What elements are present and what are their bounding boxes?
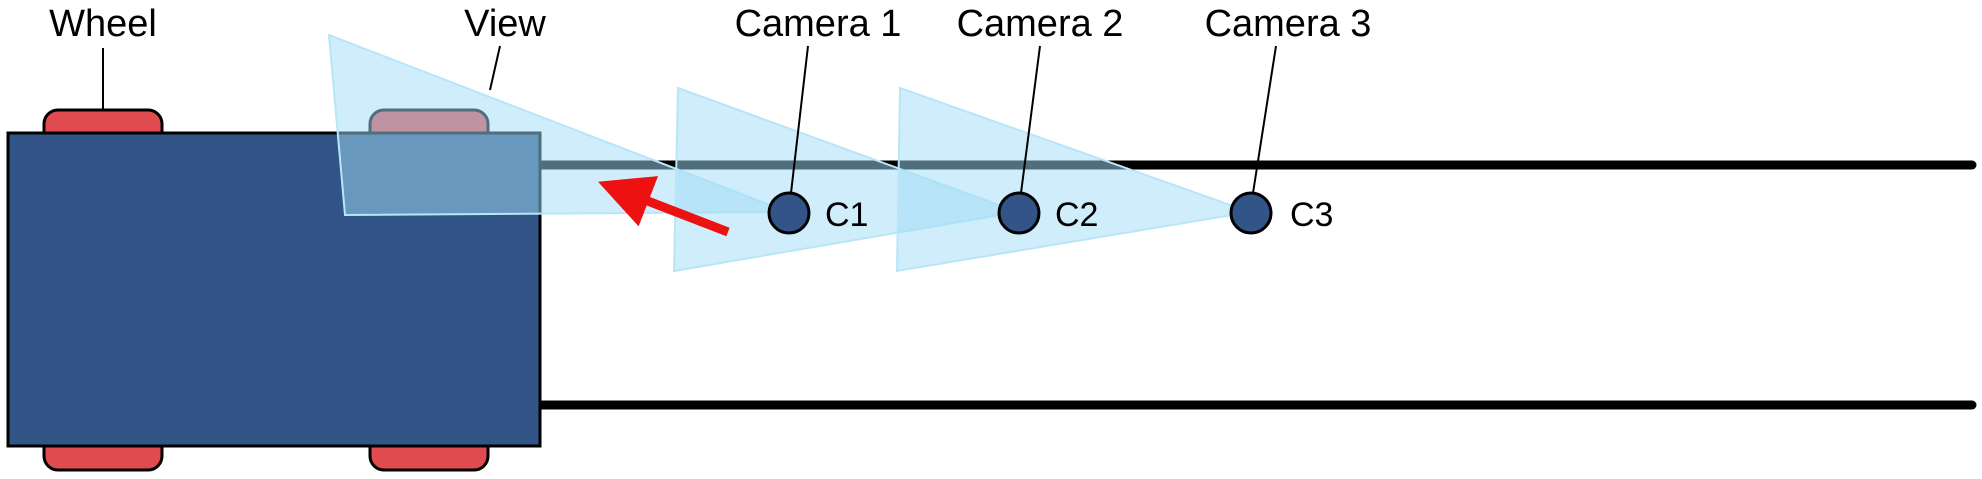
camera-1-id: C1 bbox=[825, 196, 868, 234]
camera-2-label: Camera 2 bbox=[957, 3, 1124, 45]
view-cone-camera-3 bbox=[895, 86, 1254, 273]
motion-arrow bbox=[598, 176, 730, 237]
wheel-label: Wheel bbox=[49, 3, 157, 45]
view-label: View bbox=[464, 3, 546, 45]
camera-3-id: C3 bbox=[1290, 196, 1333, 234]
view-cone-camera-1 bbox=[327, 33, 789, 217]
camera-1-marker bbox=[767, 191, 811, 235]
camera-1-label: Camera 1 bbox=[735, 3, 902, 45]
camera-2-marker bbox=[997, 191, 1041, 235]
camera-3-label: Camera 3 bbox=[1205, 3, 1372, 45]
view-leader-line bbox=[489, 45, 501, 91]
camera-3-leader-line bbox=[1252, 45, 1277, 194]
camera-2-leader-line bbox=[1020, 45, 1041, 194]
camera-2-id: C2 bbox=[1055, 196, 1098, 234]
camera-3-marker bbox=[1229, 191, 1273, 235]
camera-1-leader-line bbox=[790, 45, 809, 194]
